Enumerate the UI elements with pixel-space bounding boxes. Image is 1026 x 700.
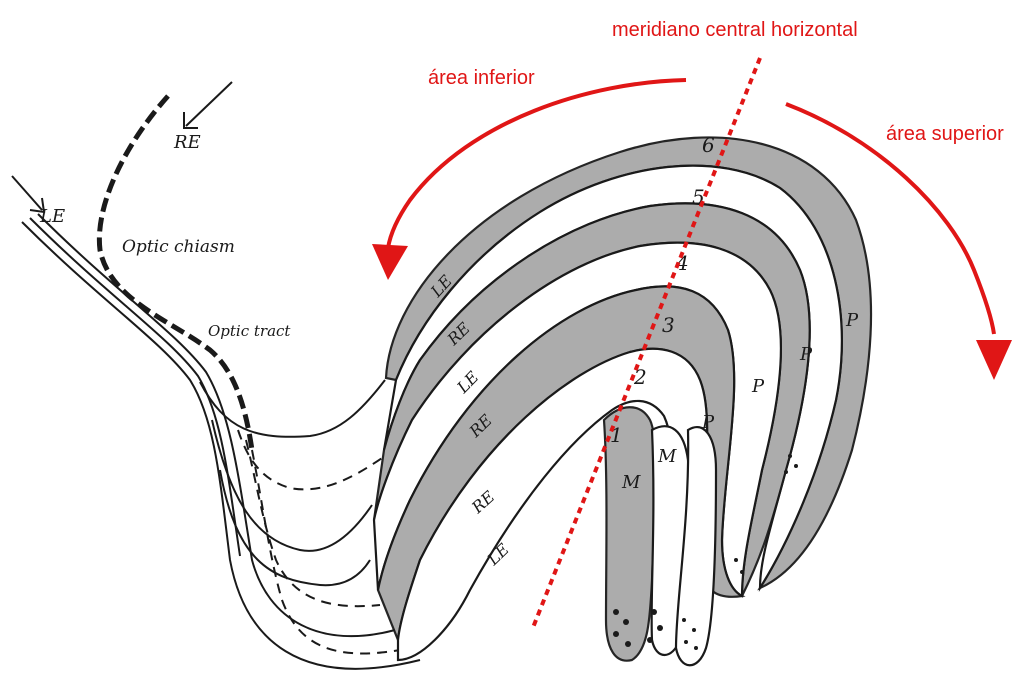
le-fibre-bundle (22, 222, 420, 669)
optic-pathway: LE RE Optic chiasm Optic tract (12, 82, 420, 669)
layer-number-3: 3 (662, 313, 675, 337)
layer-type-p3: P (701, 412, 715, 433)
inferior-area-label: área inferior (428, 67, 535, 89)
le-fibre-bundle-2 (30, 218, 240, 556)
layer-type-p4: P (751, 376, 765, 397)
superior-arrowhead-icon (976, 340, 1012, 380)
layer-type-m2: M (657, 446, 677, 467)
layer-type-m1: M (621, 472, 641, 493)
superior-area-label: área superior (886, 123, 1004, 145)
optic-tract-label: Optic tract (208, 322, 291, 340)
optic-chiasm-label: Optic chiasm (122, 237, 235, 257)
inferior-arrowhead-icon (372, 244, 408, 280)
layer-number-6: 6 (702, 133, 715, 157)
chiasm-re-label: RE (173, 132, 201, 153)
layer-type-p5: P (799, 344, 813, 365)
fibre-to-layer-3 (220, 470, 370, 585)
re-fibre-dashed-3 (238, 430, 382, 489)
meridian-label: meridiano central horizontal (612, 19, 858, 41)
chiasm-le-label: LE (39, 206, 65, 227)
re-arrow-icon (186, 82, 232, 126)
le-arrow-icon (12, 176, 42, 210)
layer-type-p6: P (845, 310, 859, 331)
